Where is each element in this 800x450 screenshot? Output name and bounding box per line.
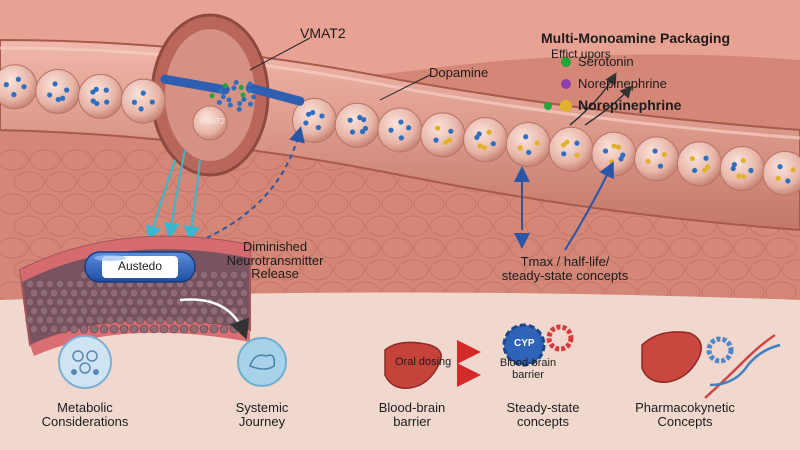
caption-metabolic-line-2: Considerations	[41, 413, 129, 429]
bbb-gear-line-1: Blood-brain	[499, 357, 557, 369]
bbb-gear-line-2: barrier	[512, 368, 544, 381]
legend-norepinephrine-label: Norepinephrine	[578, 76, 667, 91]
caption-steady-line-2: concepts	[516, 413, 570, 429]
systemic-arrow	[179, 298, 250, 340]
dopamine-leader-line	[379, 74, 431, 101]
caption-systemic: Systemic Journey	[212, 401, 312, 428]
legend-serotonin-dot	[561, 57, 571, 67]
caption-steady-line-1: Steady-state	[506, 400, 580, 415]
legend-norepinephrine2-dot	[560, 100, 572, 112]
dopamine-label: Dopamine	[429, 65, 489, 80]
vesicle-chain	[0, 64, 800, 196]
caption-steady-state: Steady-state concepts	[488, 401, 598, 428]
vmat2-transporter-rod	[160, 74, 230, 95]
caption-metabolic-line-1: Metabolic	[57, 400, 113, 415]
cyan-arrow-1	[163, 149, 186, 239]
caption-bbb-line-1: Blood-brain	[378, 400, 446, 415]
caption-bbb-line-2: barrier	[393, 413, 431, 429]
austedo-pill	[84, 251, 196, 283]
caption-pharmacokinetic: Pharmacokynetic Concepts	[620, 401, 750, 428]
caption-systemic-line-2: Journey	[238, 413, 286, 429]
diminished-label: Diminished Neurotransmitter Release	[215, 240, 335, 281]
oral-dosing-label: Oral dosing	[395, 356, 452, 368]
cyan-arrow-2	[183, 159, 201, 242]
body-circulation-icon	[237, 337, 287, 387]
molecule-clusters	[3, 76, 796, 184]
diminished-line-1: Diminished	[242, 239, 308, 254]
caption-metabolic: Metabolic Considerations	[30, 401, 140, 428]
effect-label: Effict upors	[551, 47, 611, 61]
caption-bbb: Blood-brain barrier	[362, 401, 462, 428]
vmat2-vesicle-label: VMAT2	[199, 117, 226, 126]
bbb-gear-label: Blood-brain barrier	[488, 357, 568, 381]
liver-dna-icon	[641, 331, 781, 399]
cyan-arrow-3	[145, 159, 176, 242]
tmax-label: Tmax / half-life/ steady-state concepts	[480, 255, 650, 282]
tmax-solid-arrow	[564, 161, 614, 251]
legend-serotonin-label: Serotonin	[578, 54, 634, 69]
tmax-line-2: steady-state concepts	[501, 267, 629, 283]
dashed-arrow-pill-to-vesicle	[189, 126, 305, 246]
cyp-gear-icon	[502, 323, 574, 367]
molecule-icon	[58, 335, 112, 389]
caption-systemic-line-1: Systemic	[235, 400, 289, 415]
effect-arrow-1	[569, 72, 617, 126]
legend-norepinephrine2-label: Norepinephrine	[578, 97, 682, 113]
free-serotonin-dot	[544, 102, 552, 110]
vmat2-label: VMAT2	[300, 25, 346, 41]
pill-label: Austedo	[117, 259, 163, 273]
diminished-line-2: Neurotransmitter	[226, 252, 324, 268]
vmat2-transporter-rod-2	[245, 83, 305, 106]
diminished-line-3: Release	[251, 266, 299, 282]
legend-norepinephrine-dot	[561, 79, 571, 89]
caption-pk-line-1: Pharmacokynetic	[635, 400, 735, 415]
effect-arrow-2	[584, 85, 632, 126]
caption-pk-line-2: Concepts	[657, 413, 713, 429]
multi-monoamine-title: Multi-Monoamine Packaging	[541, 30, 731, 46]
vmat2-leader-line	[249, 37, 311, 71]
tube-highlight	[0, 46, 800, 140]
tmax-line-1: Tmax / half-life/	[520, 254, 610, 269]
cyp-label: CYP	[514, 338, 535, 349]
liver-icon	[384, 340, 481, 389]
